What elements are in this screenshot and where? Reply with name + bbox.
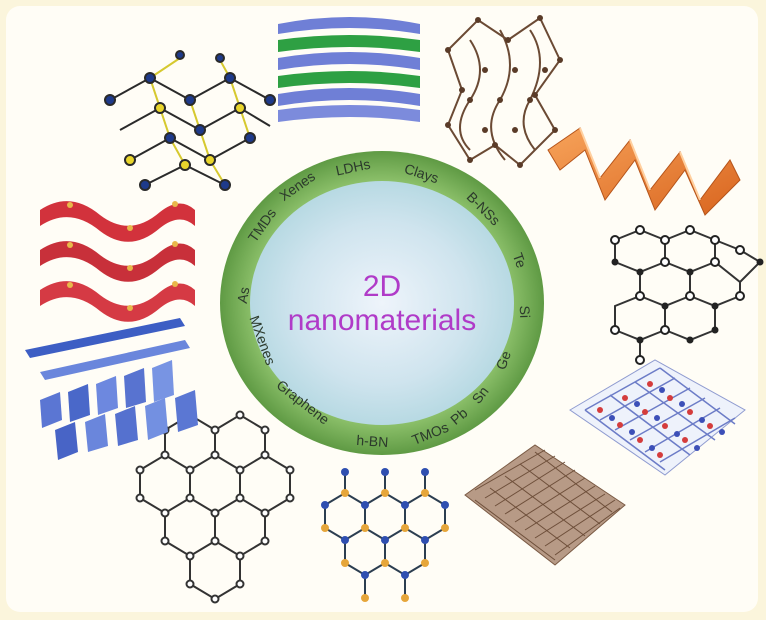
graphene-honeycomb-illustration (135, 410, 295, 604)
center-title-line1: 2D (363, 270, 401, 303)
oxide-lattice-illustration (569, 359, 746, 476)
hbn-honeycomb-illustration (321, 468, 449, 602)
ring-label-as: As (234, 286, 253, 305)
dense-mesh-illustration (464, 444, 626, 566)
ring-label-si: Si (517, 305, 533, 318)
brown-lattice-illustration (445, 15, 563, 168)
center-title-line2: nanomaterials (288, 304, 476, 337)
nanosheet-rods-illustration (25, 318, 198, 460)
red-wavy-sheets-illustration (40, 201, 195, 322)
hex-triangle-illustration (610, 225, 764, 365)
ring-label-ge: Ge (493, 349, 514, 372)
ring-label-ldhs: LDHs (334, 156, 372, 179)
corrugated-sheet-illustration (547, 127, 741, 216)
center-disc (250, 181, 514, 425)
ring-label-h-bn: h-BN (356, 432, 389, 450)
ring-label-te: Te (510, 251, 530, 271)
tmd-lattice-illustration (104, 50, 276, 191)
ldh-layers-illustration (278, 17, 420, 122)
